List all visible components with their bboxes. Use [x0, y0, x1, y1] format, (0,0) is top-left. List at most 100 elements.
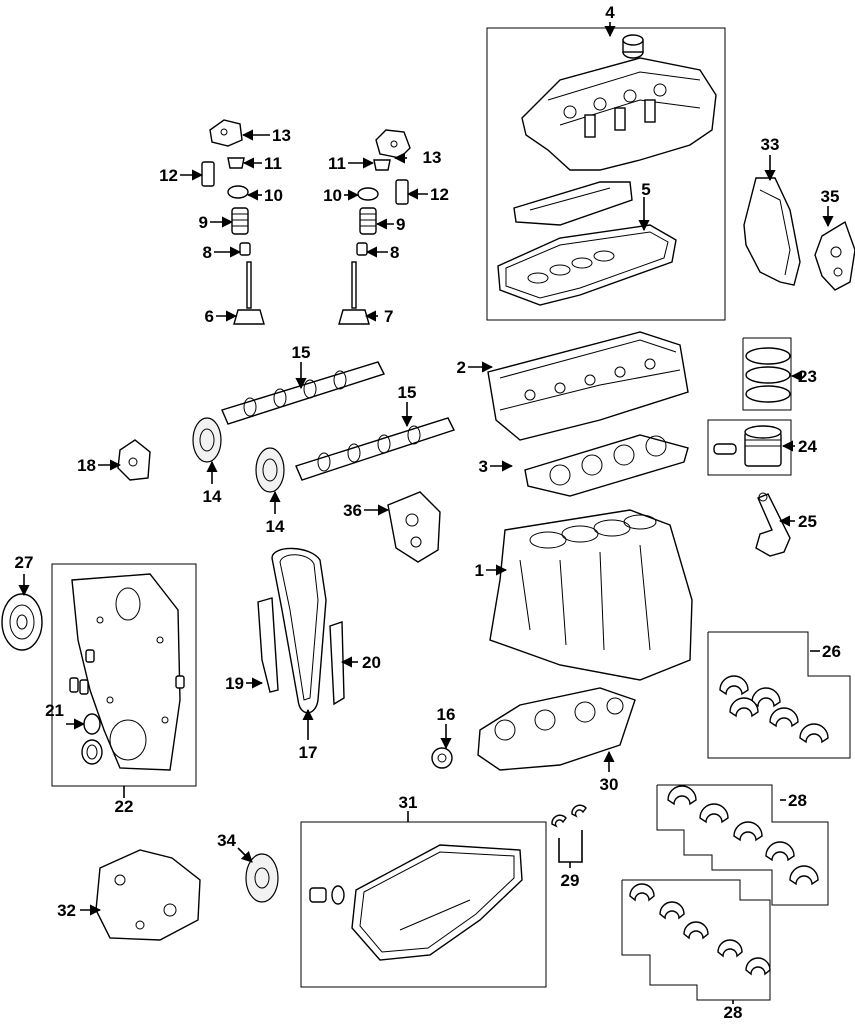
- crank-pulley: [1, 593, 43, 651]
- camshaft-lower: [295, 417, 455, 481]
- spring-retainer-10-right: [357, 187, 379, 201]
- camshaft-upper: [221, 361, 385, 425]
- callout-1: 1: [475, 561, 484, 580]
- oil-pan-box: [300, 821, 547, 988]
- callout-13-right: 13: [423, 148, 442, 167]
- valve-cover: [521, 57, 717, 171]
- piston-rings: [745, 347, 791, 403]
- callout-8-left: 8: [203, 243, 212, 262]
- lash-adjuster-12-right: [395, 179, 409, 205]
- callout-14-upper: 14: [203, 487, 222, 506]
- cylinder-head: [487, 331, 689, 441]
- callout-7: 7: [384, 307, 393, 326]
- crank-sprocket-16: [431, 747, 453, 769]
- valve-spring-9-right: [359, 207, 377, 235]
- callout-35: 35: [821, 187, 840, 206]
- callout-6: 6: [205, 307, 214, 326]
- piston-ring-box: [742, 337, 792, 411]
- connecting-rod-bearing-box: [707, 631, 851, 759]
- callout-3: 3: [479, 457, 488, 476]
- callout-22: 22: [115, 797, 134, 816]
- callout-19: 19: [225, 674, 244, 693]
- oil-pan: [351, 844, 523, 961]
- callout-15-upper: 15: [292, 343, 311, 362]
- callout-10-left: 10: [264, 186, 283, 205]
- timing-chain: [271, 547, 327, 714]
- timing-cover: [71, 573, 181, 771]
- callout-28-upper: 28: [788, 791, 807, 810]
- spring-retainer-10-left: [227, 185, 249, 199]
- crankshaft: [477, 687, 636, 771]
- head-gasket: [524, 434, 689, 497]
- callout-11-left: 11: [264, 154, 282, 173]
- cam-sprocket-upper: [192, 417, 222, 463]
- intake-valve-7: [338, 261, 370, 325]
- callout-26: 26: [822, 642, 841, 661]
- cylinder-block: [489, 509, 693, 681]
- callout-27: 27: [15, 553, 34, 572]
- pcv-baffle: [513, 181, 633, 226]
- dowel-pins: [69, 649, 185, 695]
- callout-4: 4: [605, 3, 615, 22]
- callout-30: 30: [600, 775, 619, 794]
- drain-plug-and-gasket: [309, 885, 345, 905]
- rocker-arm-13-left: [209, 119, 243, 147]
- oil-pump: [95, 849, 201, 941]
- callout-23: 23: [798, 367, 817, 386]
- main-bearings-upper: [667, 785, 819, 886]
- oil-filler-cap: [622, 34, 644, 59]
- chain-tensioner-35: [814, 220, 855, 291]
- callout-2: 2: [457, 358, 466, 377]
- main-bearing-lower-box: [621, 879, 771, 1001]
- callout-10-right: 10: [323, 186, 342, 205]
- valve-keeper-11-left: [227, 157, 245, 169]
- oil-cooler-36: [387, 491, 441, 563]
- valve-seal-8-left: [239, 242, 251, 256]
- callout-16: 16: [437, 705, 456, 724]
- callout-11-right: 11: [328, 154, 346, 173]
- callout-21: 21: [45, 701, 64, 720]
- cam-sprocket-lower: [255, 447, 285, 493]
- callout-25: 25: [798, 512, 817, 531]
- sensor-18: [117, 439, 151, 481]
- main-bearings-lower: [629, 883, 771, 976]
- callout-8-right: 8: [390, 243, 399, 262]
- connecting-rod-bearings: [719, 675, 829, 744]
- oil-pump-sprocket: [245, 853, 279, 903]
- callout-9-right: 9: [396, 215, 405, 234]
- lash-adjuster-12-left: [201, 161, 215, 187]
- callout-33: 33: [761, 135, 780, 154]
- callout-31: 31: [399, 793, 418, 812]
- callout-36: 36: [343, 501, 362, 520]
- valve-cover-gasket: [497, 224, 677, 306]
- callout-13-left: 13: [272, 126, 291, 145]
- chain-guide-20: [329, 621, 345, 706]
- callout-20: 20: [362, 653, 381, 672]
- valve-keeper-11-right: [373, 159, 391, 171]
- callout-17: 17: [299, 743, 318, 762]
- valve-spring-9-left: [231, 207, 249, 235]
- leader-lines: [18, 22, 834, 1004]
- exhaust-valve-6: [233, 261, 265, 325]
- callout-28-lower: 28: [724, 1003, 743, 1022]
- callout-14-lower: 14: [266, 517, 285, 536]
- callout-5: 5: [641, 180, 650, 199]
- callout-29: 29: [561, 871, 580, 890]
- chain-guide-19: [257, 597, 279, 693]
- callout-15-lower: 15: [398, 383, 417, 402]
- front-crank-seal-21: [81, 713, 103, 765]
- callout-32: 32: [57, 901, 76, 920]
- callout-18: 18: [77, 456, 96, 475]
- piston-and-pin: [713, 425, 782, 467]
- callout-24: 24: [798, 437, 817, 456]
- main-bearing-upper-box: [656, 784, 829, 906]
- rocker-arm-13-right: [375, 129, 411, 159]
- callout-34: 34: [217, 831, 236, 850]
- connecting-rod: [755, 492, 791, 557]
- chain-guide-33: [743, 177, 801, 286]
- callout-12-right: 12: [430, 185, 449, 204]
- callout-labels: 4 5 33 35 13 11 12 10 9 8 6 13 11 10 12 …: [15, 3, 841, 1022]
- valve-seal-8-right: [356, 242, 368, 256]
- thrust-washers-29: [551, 804, 587, 828]
